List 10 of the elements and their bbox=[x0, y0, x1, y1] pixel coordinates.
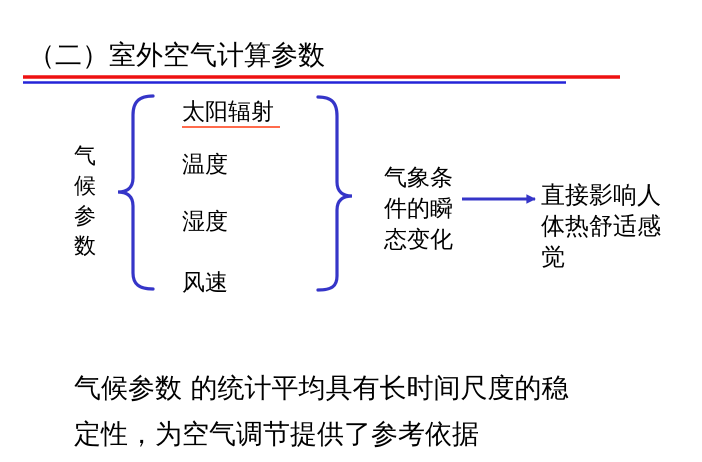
note-text: 气候参数 的统计平均具有长时间尺度的稳定性，为空气调节提供了参考依据 bbox=[74, 372, 570, 452]
list-item: 风速 bbox=[182, 270, 228, 296]
list-item: 温度 bbox=[182, 152, 228, 178]
arrow bbox=[462, 194, 536, 204]
list-item: 太阳辐射 bbox=[182, 100, 274, 125]
title: （二）室外空气计算参数 bbox=[28, 39, 325, 73]
text-label: 气象条件的瞬态变化 bbox=[384, 163, 456, 256]
text-label: 直接影响人体热舒适感觉 bbox=[541, 180, 665, 273]
vertical-label: 气候参数 bbox=[74, 143, 97, 261]
list-item: 湿度 bbox=[182, 209, 228, 235]
